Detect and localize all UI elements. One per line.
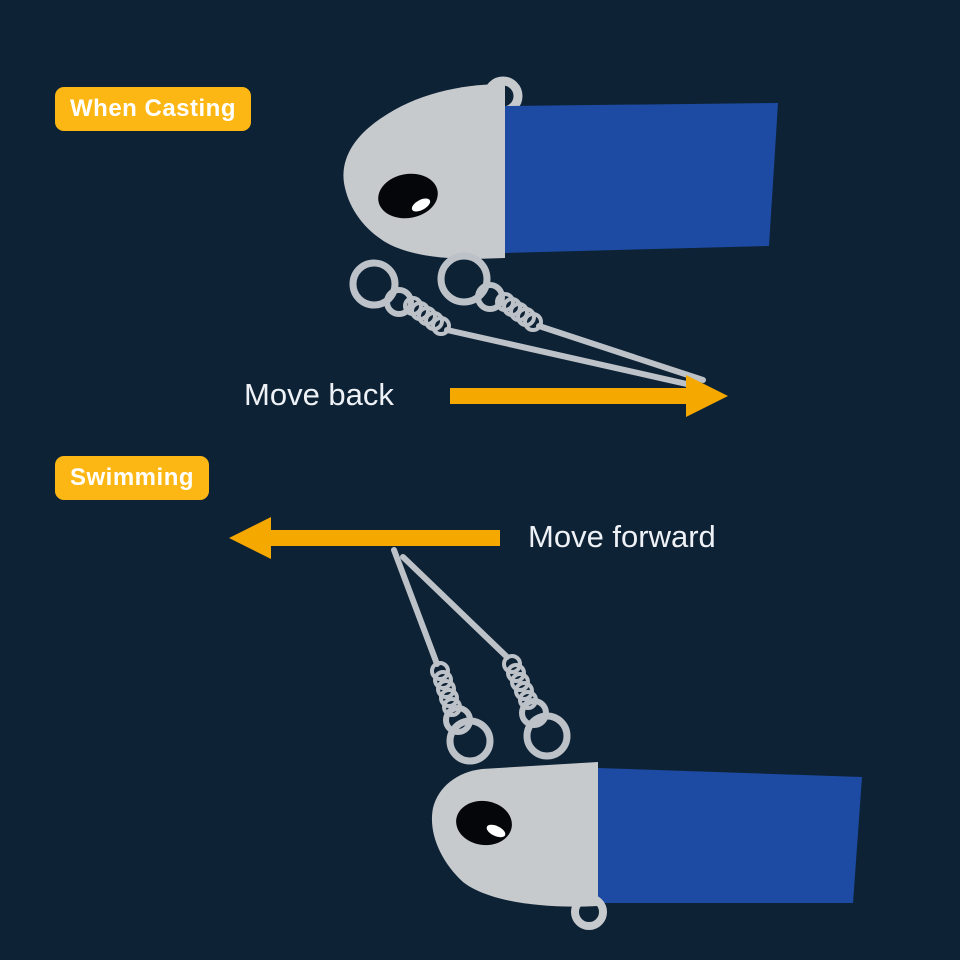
leader-wire [400,554,510,660]
split-ring [437,252,491,306]
swimming-badge: Swimming [55,456,210,500]
split-ring [523,712,571,760]
swimming-instruction-label: Move forward [528,519,716,554]
jig-head [343,84,505,259]
casting-lure [343,76,778,390]
move-forward-arrow-icon [229,517,500,559]
belly-loop-icon [571,894,607,930]
lure-body [505,103,778,253]
spring-coil [403,296,451,336]
split-ring [446,717,494,765]
spring-coil [495,292,543,332]
eye-highlight [411,198,431,212]
rigging-wires [349,252,706,390]
leader-wire [444,327,703,390]
swimming-lure [391,547,862,930]
split-ring [349,259,399,309]
eye-highlight [486,824,506,838]
casting-badge: When Casting [55,87,251,131]
lure-body [598,768,862,903]
move-back-arrow-icon [450,375,728,417]
split-ring [384,287,414,317]
leader-wire [391,547,440,667]
rigging-wires [391,547,571,765]
jig-head [431,762,598,907]
leader-wire [536,323,706,383]
casting-instruction-label: Move back [244,377,394,412]
split-ring [475,282,505,312]
